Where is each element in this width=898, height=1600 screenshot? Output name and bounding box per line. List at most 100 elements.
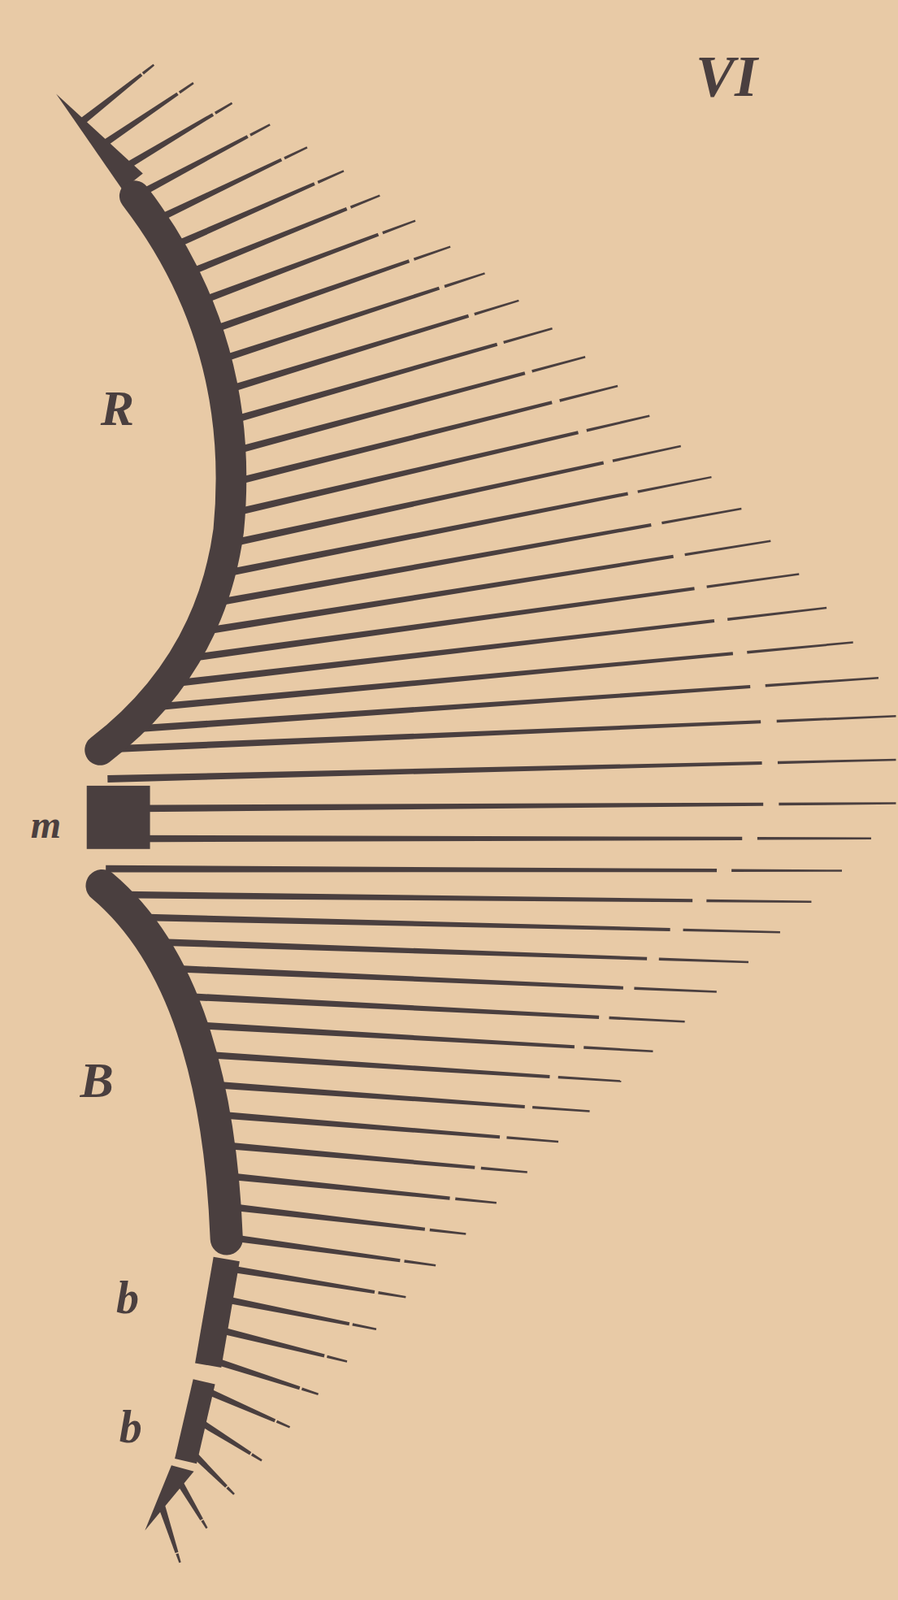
fin-ray — [316, 169, 344, 184]
fin-ray — [326, 1355, 348, 1363]
fin-ray — [659, 958, 749, 964]
fin-ray — [776, 715, 897, 723]
fin-ray — [746, 641, 854, 654]
guide — [112, 48, 896, 1598]
figure-number: VI — [695, 47, 758, 106]
fin-ray — [146, 651, 734, 712]
segment-tip — [144, 1465, 194, 1531]
fin-ray — [226, 342, 498, 426]
fin-ray — [765, 676, 879, 688]
fin-ray — [249, 123, 271, 137]
fin-ray — [221, 314, 469, 395]
fin-ray — [208, 1080, 525, 1109]
fin-ray — [778, 802, 896, 806]
fin-ray — [251, 1453, 263, 1462]
fin-ray — [78, 73, 143, 126]
fin-ray — [213, 1110, 500, 1139]
fin-ray — [207, 259, 410, 335]
fin-ray — [706, 572, 799, 589]
segment-bone — [208, 1259, 227, 1367]
fin-ray — [199, 1050, 550, 1079]
radial-bone — [99, 195, 231, 751]
fin-ray — [381, 219, 416, 235]
fin-ray — [532, 1106, 590, 1113]
fin-ray — [633, 987, 717, 994]
segment-bone — [186, 1381, 205, 1462]
fin-ray — [351, 1323, 377, 1331]
part-label: b — [116, 1275, 139, 1321]
fin-ray — [218, 1141, 476, 1170]
fin-ray — [169, 182, 315, 250]
fin-ray — [559, 385, 618, 403]
fin-ray — [221, 1171, 451, 1200]
fin-ray — [682, 928, 780, 934]
fin-ray — [283, 146, 308, 160]
fin-ray — [133, 913, 671, 932]
fin-ray — [481, 1166, 528, 1174]
fin-ray — [276, 1420, 291, 1429]
fin-ray — [216, 1294, 350, 1326]
fin-ray — [637, 476, 712, 494]
fin-ray — [178, 82, 195, 94]
fin-ray — [137, 134, 249, 198]
fin-ray — [608, 1016, 685, 1024]
fin-ray — [184, 207, 348, 278]
part-label: b — [119, 1404, 143, 1450]
fin-ray — [503, 327, 553, 344]
fin-ray — [444, 272, 486, 288]
fin-ray — [180, 993, 600, 1020]
part-label: B — [80, 1054, 114, 1106]
fin-ray — [215, 286, 440, 365]
fin-ray — [455, 1197, 497, 1205]
fin-ray — [757, 837, 872, 840]
fin-ray — [684, 540, 771, 557]
fin-ray — [612, 445, 682, 463]
part-label: m — [30, 805, 61, 845]
fin-ray — [531, 355, 586, 373]
fin-ray — [429, 1228, 467, 1236]
fin-ray — [115, 802, 764, 813]
fin-ray — [107, 761, 762, 783]
fin-ray — [200, 1519, 208, 1529]
fin-ray — [175, 1553, 181, 1563]
fin-ray — [301, 1388, 319, 1396]
fin-ray — [142, 64, 155, 75]
basal-bone — [102, 885, 227, 1239]
fin-ray — [224, 1202, 426, 1232]
fin-ray — [661, 507, 742, 525]
fin-ray — [473, 299, 519, 317]
fin-ray — [105, 865, 717, 873]
part-label: R — [100, 382, 135, 434]
fin-ray — [196, 233, 379, 306]
fin-ray — [583, 1045, 653, 1053]
fin-ray — [777, 759, 897, 765]
fin-ray — [585, 414, 650, 432]
fin-ray — [112, 835, 742, 843]
fin-rays — [78, 64, 896, 1564]
guide — [60, 98, 231, 1532]
fin-ray — [229, 371, 525, 456]
basal-piece — [86, 785, 151, 850]
fin-ray — [413, 245, 452, 261]
fin-ray — [731, 868, 842, 872]
fin-ray — [214, 102, 233, 115]
fin-ray — [151, 938, 647, 961]
fin-ray — [100, 720, 761, 753]
fin-ray — [190, 1021, 575, 1049]
fin-ray — [165, 619, 715, 689]
fin-bones — [56, 94, 231, 1532]
fin-ray — [212, 1325, 326, 1358]
fin-ray — [377, 1291, 406, 1298]
radial-tip — [56, 94, 144, 191]
fin-ray — [112, 891, 693, 903]
fin-ray — [225, 1486, 235, 1495]
fin-ray — [225, 1233, 401, 1263]
fin-ray — [166, 964, 624, 990]
fin-ray — [706, 899, 812, 903]
fin-ray — [154, 158, 282, 224]
fin-ray — [403, 1259, 436, 1267]
fin-ray — [558, 1075, 622, 1083]
fin-ray — [506, 1136, 559, 1143]
